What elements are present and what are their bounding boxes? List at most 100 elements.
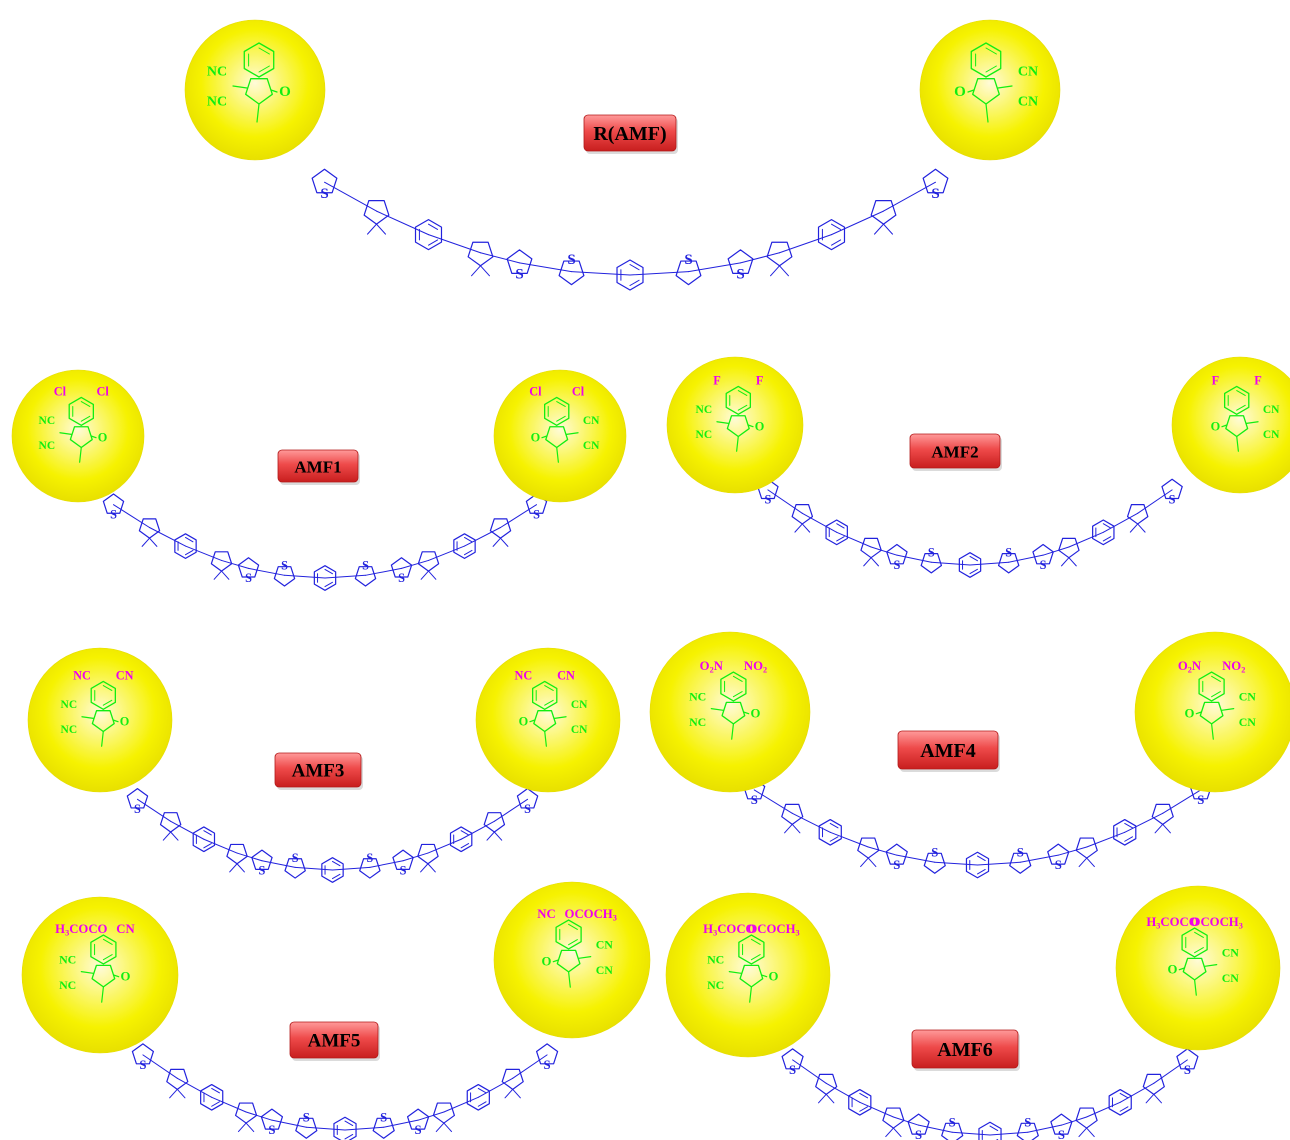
sulfur-atom: S — [1024, 1115, 1031, 1129]
cyano-label: CN — [1018, 95, 1038, 110]
end-group-highlight — [666, 356, 804, 494]
cyano-label: NC — [696, 429, 713, 441]
cyano-label: NC — [207, 65, 227, 80]
substituent-right: OCOCH3 — [565, 907, 617, 922]
sulfur-atom: S — [544, 1058, 551, 1072]
oxygen-atom: O — [519, 715, 529, 729]
sulfur-atom: S — [292, 851, 299, 865]
end-group-highlight — [27, 647, 173, 793]
sulfur-atom: S — [1169, 492, 1176, 506]
molecule-label: AMF3 — [292, 761, 345, 782]
substituent-right: F — [756, 374, 764, 388]
sulfur-atom: S — [1184, 1063, 1191, 1077]
molecule-label-badge — [911, 1029, 1019, 1069]
molecule-label-badge — [289, 1021, 379, 1059]
cyano-label: NC — [707, 953, 724, 967]
sulfur-atom: S — [915, 1128, 922, 1140]
substituent-left: H3COCO — [1146, 915, 1198, 930]
substituent-left: Cl — [529, 385, 542, 399]
sulfur-atom: S — [320, 186, 328, 202]
sulfur-atom: S — [1017, 845, 1024, 859]
cyano-label: CN — [1263, 429, 1280, 441]
oxygen-atom: O — [954, 84, 966, 100]
oxygen-atom: O — [1168, 963, 1178, 977]
molecule-label: AMF2 — [931, 443, 978, 462]
end-group-highlight — [21, 896, 179, 1054]
molecule-label: AMF4 — [920, 740, 976, 762]
cyano-label: NC — [59, 953, 76, 967]
oxygen-atom: O — [120, 715, 130, 729]
oxygen-atom: O — [531, 431, 541, 445]
sulfur-atom: S — [1055, 858, 1062, 872]
sulfur-atom: S — [134, 802, 141, 816]
oxygen-atom: O — [542, 955, 552, 969]
sulfur-atom: S — [931, 845, 938, 859]
substituent-left: H3COCO — [703, 922, 755, 937]
substituent-left: NC — [73, 669, 91, 683]
substituent-right: F — [1254, 374, 1262, 388]
molecule-label: AMF5 — [308, 1031, 361, 1052]
sulfur-atom: S — [281, 559, 288, 573]
substituent-left: O2N — [1178, 659, 1202, 674]
sulfur-atom: S — [362, 559, 369, 573]
substituent-right: OCOCH3 — [1191, 915, 1243, 930]
cyano-label: NC — [707, 978, 724, 992]
end-group-highlight — [493, 881, 651, 1039]
sulfur-atom: S — [567, 252, 575, 268]
oxygen-atom: O — [1211, 420, 1221, 434]
cyano-label: NC — [689, 690, 706, 704]
substituent-left: F — [713, 374, 721, 388]
cyano-label: CN — [1222, 971, 1240, 985]
cyano-label: CN — [1018, 65, 1038, 80]
sulfur-atom: S — [1005, 546, 1012, 560]
end-group-highlight — [475, 647, 621, 793]
cyano-label: CN — [1222, 946, 1240, 960]
cyano-label: NC — [39, 440, 56, 452]
sulfur-atom: S — [400, 863, 407, 877]
sulfur-atom: S — [751, 793, 758, 807]
sulfur-atom: S — [139, 1058, 146, 1072]
sulfur-atom: S — [893, 558, 900, 572]
cyano-label: CN — [596, 938, 614, 952]
molecule-label: R(AMF) — [593, 123, 666, 145]
substituent-right: Cl — [572, 385, 585, 399]
substituent-right: NO2 — [744, 659, 767, 674]
substituent-right: OCOCH3 — [747, 922, 799, 937]
sulfur-atom: S — [110, 507, 117, 521]
substituent-right: CN — [116, 669, 134, 683]
cyano-label: NC — [696, 404, 713, 416]
sulfur-atom: S — [893, 858, 900, 872]
oxygen-atom: O — [751, 707, 761, 721]
substituent-left: H3COCO — [55, 922, 107, 937]
substituent-left: F — [1212, 374, 1220, 388]
sulfur-atom: S — [303, 1110, 310, 1124]
cyano-label: CN — [571, 724, 588, 736]
substituent-left: O2N — [700, 659, 724, 674]
sulfur-atom: S — [949, 1115, 956, 1129]
cyano-label: CN — [1263, 404, 1280, 416]
sulfur-atom: S — [931, 186, 939, 202]
molecule-label-badge — [583, 114, 677, 152]
oxygen-atom: O — [98, 431, 108, 445]
substituent-left: Cl — [54, 385, 67, 399]
sulfur-atom: S — [533, 507, 540, 521]
molecule-label-badge — [274, 752, 362, 788]
sulfur-atom: S — [928, 546, 935, 560]
oxygen-atom: O — [755, 420, 765, 434]
molecule-label-badge — [277, 449, 359, 483]
cyano-label: CN — [1239, 715, 1257, 729]
end-group-highlight — [493, 369, 627, 503]
sulfur-atom: S — [398, 571, 405, 585]
sulfur-atom: S — [524, 802, 531, 816]
molecule-label-badge — [909, 433, 1001, 469]
substituent-right: CN — [116, 922, 135, 936]
oxygen-atom: O — [769, 970, 779, 984]
